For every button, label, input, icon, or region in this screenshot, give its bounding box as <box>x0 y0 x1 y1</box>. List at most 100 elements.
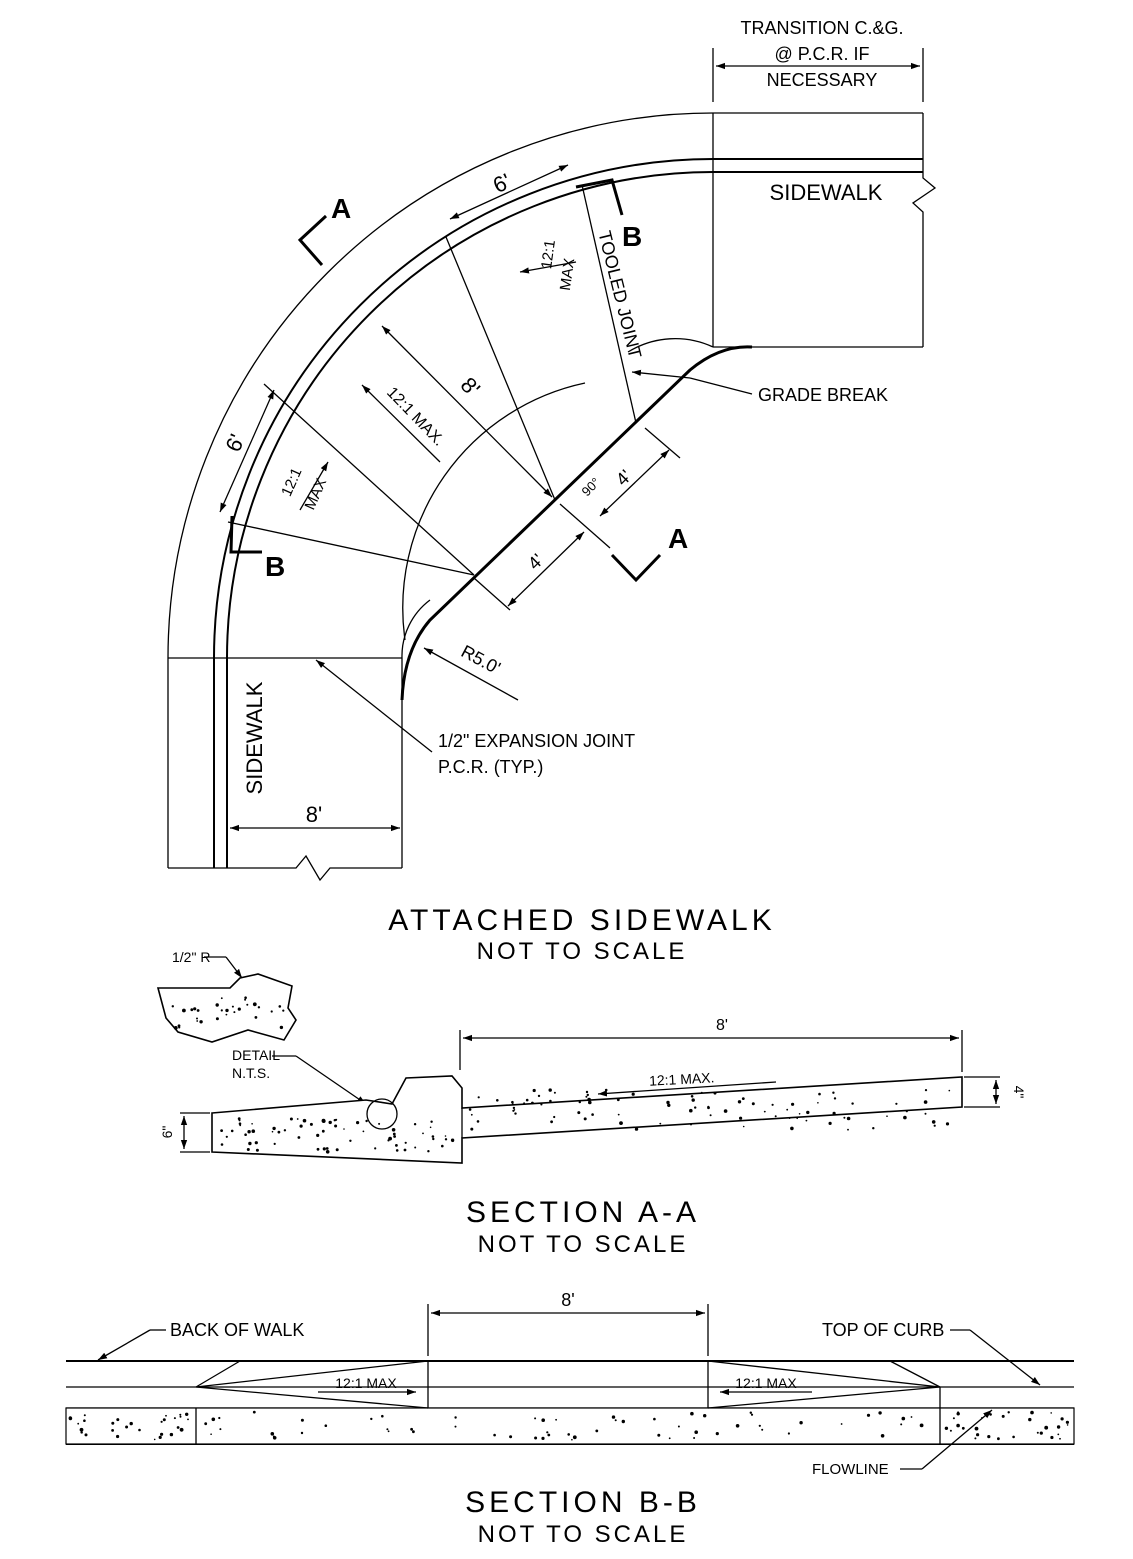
stipple-dot <box>233 1011 236 1014</box>
stipple-dot <box>173 1417 176 1420</box>
stipple-dot <box>300 1431 304 1435</box>
stipple-dot <box>270 1432 275 1436</box>
stipple-dot <box>185 1412 189 1417</box>
plan-title: ATTACHED SIDEWALK <box>388 904 775 937</box>
stipple-dot <box>742 1125 745 1128</box>
stipple-dot <box>225 1008 229 1013</box>
stipple-dot <box>430 1120 433 1123</box>
stipple-dot <box>707 1106 710 1110</box>
stipple-dot <box>395 1149 399 1152</box>
stipple-dot <box>374 1147 377 1150</box>
dim-6-left <box>219 389 275 513</box>
transition-note-line3: NECESSARY <box>767 70 878 90</box>
stipple-dot <box>577 1111 581 1115</box>
dim-4-ext-bot <box>473 577 511 611</box>
stipple-dot <box>799 1421 803 1425</box>
slope-top-arrow <box>519 261 577 274</box>
stipple-dot <box>1050 1435 1054 1440</box>
flare-line-left <box>227 521 475 576</box>
stipple-dot <box>737 1100 742 1104</box>
stipple-dot <box>391 1128 396 1132</box>
stipple-dot <box>631 1092 635 1096</box>
transition-note-line2: @ P.C.R. IF <box>775 44 870 64</box>
stipple-dot <box>703 1414 707 1418</box>
aa-dim-8-label: 8' <box>716 1017 728 1034</box>
stipple-dot <box>370 1417 373 1421</box>
stipple-dot <box>325 1147 329 1150</box>
stipple-dot <box>335 1148 339 1152</box>
stipple-dot <box>395 1144 398 1147</box>
stipple-dot <box>237 1117 241 1121</box>
stipple-dot <box>976 1433 980 1437</box>
stipple-dot <box>832 1111 836 1115</box>
stipple-dot <box>997 1437 1000 1441</box>
stipple-dot <box>1044 1425 1049 1430</box>
stipple-dot <box>83 1414 86 1417</box>
stipple-dot <box>514 1112 517 1115</box>
stipple-dot <box>555 1418 557 1421</box>
stipple-dot <box>404 1141 407 1144</box>
stipple-dot <box>952 1417 955 1420</box>
stipple-dot <box>919 1423 924 1428</box>
stipple-dot <box>981 1417 983 1419</box>
stipple-dot <box>788 1117 791 1119</box>
stipple-dot <box>199 1020 203 1024</box>
stipple-dot <box>1059 1437 1061 1440</box>
aa-dim-6-label: 6" <box>159 1126 175 1139</box>
stipple-dot <box>866 1413 871 1417</box>
stipple-dot <box>690 1123 692 1126</box>
stipple-dot <box>786 1108 789 1111</box>
expansion-joint-arc-right <box>627 338 714 353</box>
stipple-dot <box>244 998 247 1001</box>
dim-4-upper <box>599 449 670 517</box>
stipple-dot <box>255 1148 259 1152</box>
stipple-dot <box>470 1113 473 1116</box>
stipple-dot <box>818 1092 821 1096</box>
stipple-dot <box>709 1114 712 1117</box>
stipple-dot <box>277 1130 281 1134</box>
stipple-dot <box>739 1116 743 1120</box>
stipple-dot <box>179 1415 182 1418</box>
right-walk-break <box>911 113 937 347</box>
stipple-dot <box>116 1418 120 1422</box>
stipple-dot <box>297 1136 301 1139</box>
expansion-joint-leader <box>315 659 433 753</box>
stipple-dot <box>550 1120 553 1124</box>
slope-top-num: 12:1 <box>538 239 559 270</box>
expansion-joint-label-1: 1/2" EXPANSION JOINT <box>438 731 635 751</box>
stipple-dot <box>254 1141 258 1145</box>
grade-break-label: GRADE BREAK <box>758 385 888 405</box>
stipple-dot <box>924 1089 928 1092</box>
stipple-dot <box>179 1413 182 1416</box>
stipple-dot <box>1056 1425 1061 1429</box>
stipple-dot <box>903 1115 907 1120</box>
stipple-dot <box>1007 1411 1010 1414</box>
slope-left-den: MAX <box>302 476 331 513</box>
stipple-dot <box>387 1430 390 1433</box>
stipple-dot <box>362 1130 365 1133</box>
stipple-dot <box>476 1120 480 1123</box>
stipple-dot <box>429 1126 432 1129</box>
stipple-dot <box>328 1120 332 1125</box>
stipple-dot <box>585 1095 588 1098</box>
stipple-dot <box>905 1110 908 1113</box>
stipple-dot <box>634 1127 639 1131</box>
stipple-dot <box>750 1413 754 1416</box>
stipple-dot <box>534 1436 538 1440</box>
stipple-dot <box>989 1413 992 1416</box>
stipple-dot <box>349 1139 352 1143</box>
stipple-dot <box>657 1433 661 1437</box>
stipple-dot <box>252 1002 257 1007</box>
stipple-dot <box>531 1101 534 1105</box>
stipple-dot <box>296 1118 299 1120</box>
section-b-label-top: B <box>622 221 642 252</box>
stipple-dot <box>843 1116 846 1119</box>
stipple-dot <box>1065 1420 1069 1424</box>
stipple-dot <box>933 1124 936 1127</box>
stipple-dot <box>244 1133 247 1136</box>
stipple-dot <box>924 1112 927 1115</box>
section-aa: 1/2" R DETAIL N.T.S. 8' 12:1 MAX. 6" 4" … <box>156 949 1027 1258</box>
stipple-dot <box>403 1148 407 1152</box>
stipple-dot <box>356 1121 360 1125</box>
stipple-dot <box>1060 1417 1064 1421</box>
